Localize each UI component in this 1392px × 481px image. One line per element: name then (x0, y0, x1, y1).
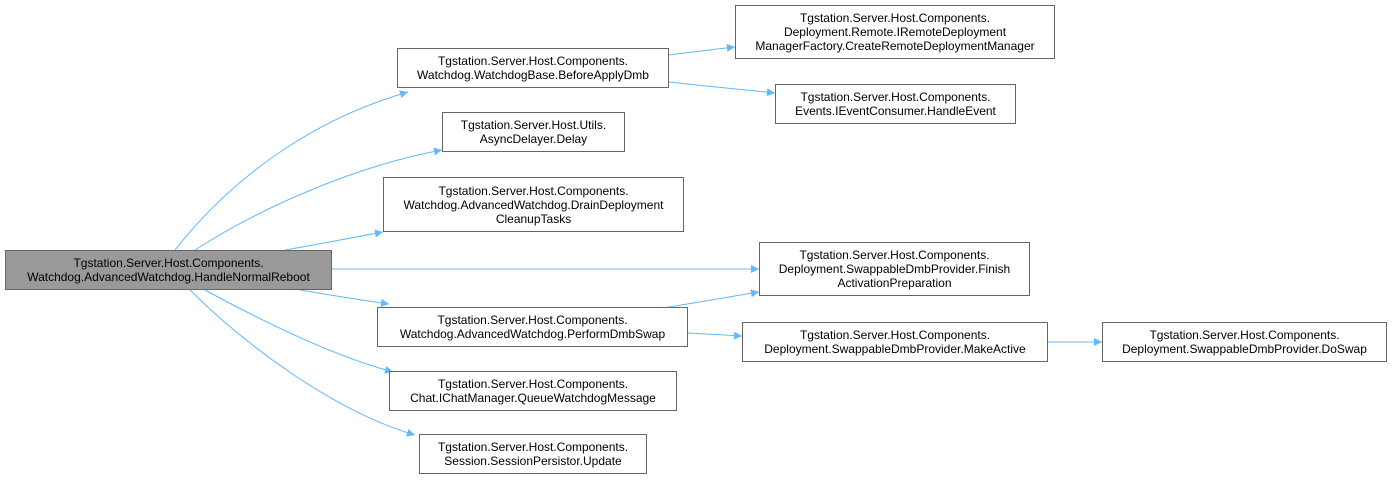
node-label-line: Watchdog.WatchdogBase.BeforeApplyDmb (417, 68, 649, 82)
node-label-line: Chat.IChatManager.QueueWatchdogMessage (410, 391, 656, 405)
node-label-line: Tgstation.Server.Host.Components. (437, 313, 628, 327)
node-do-swap[interactable]: Tgstation.Server.Host.Components. Deploy… (1102, 322, 1387, 362)
edge-root-to-update (189, 289, 416, 437)
node-label-line: Tgstation.Server.Host.Components. (1149, 328, 1340, 342)
node-label-line: Tgstation.Server.Host.Components. (437, 440, 629, 454)
node-before-apply-dmb[interactable]: Tgstation.Server.Host.Components. Watchd… (397, 48, 669, 88)
node-label-line: Deployment.SwappableDmbProvider.DoSwap (1122, 342, 1367, 356)
node-perform-dmb-swap[interactable]: Tgstation.Server.Host.Components. Watchd… (377, 307, 688, 347)
node-handle-normal-reboot[interactable]: Tgstation.Server.Host.Components. Watchd… (5, 250, 332, 290)
edge-before-apply-to-handle-event (668, 81, 776, 97)
edge-root-to-delay (194, 147, 443, 251)
node-handle-event[interactable]: Tgstation.Server.Host.Components. Events… (775, 84, 1016, 124)
node-label-line: Deployment.SwappableDmbProvider.MakeActi… (764, 342, 1026, 356)
edge-before-apply-to-create-remote (668, 43, 736, 56)
node-label-line: Tgstation.Server.Host.Components. (73, 256, 264, 270)
node-label-line: Watchdog.AdvancedWatchdog.DrainDeploymen… (403, 197, 664, 212)
node-label-line: Events.IEventConsumer.HandleEvent (795, 104, 996, 118)
node-label-line: Watchdog.AdvancedWatchdog.HandleNormalRe… (27, 270, 310, 284)
edge-root-to-perform-swap (299, 289, 390, 307)
edge-perform-swap-to-finish (662, 289, 760, 309)
node-label-line: Tgstation.Server.Host.Components. (799, 328, 991, 342)
node-label-line: ActivationPreparation (837, 276, 952, 290)
node-label-line: CleanupTasks (495, 211, 572, 226)
node-label-line: Tgstation.Server.Host.Components. (437, 54, 629, 68)
edge-perform-swap-to-make-active (687, 331, 743, 340)
node-label-line: Tgstation.Server.Host.Components. (437, 377, 629, 391)
node-finish-activation-preparation[interactable]: Tgstation.Server.Host.Components. Deploy… (759, 242, 1030, 296)
node-session-persistor-update[interactable]: Tgstation.Server.Host.Components. Sessio… (419, 434, 647, 474)
node-label-line: Watchdog.AdvancedWatchdog.PerformDmbSwap (399, 327, 666, 341)
edge-root-to-drain (284, 229, 384, 251)
node-label-line: ManagerFactory.CreateRemoteDeploymentMan… (755, 39, 1035, 53)
node-queue-watchdog-message[interactable]: Tgstation.Server.Host.Components. Chat.I… (389, 371, 677, 411)
node-async-delayer-delay[interactable]: Tgstation.Server.Host.Utils. AsyncDelaye… (442, 112, 625, 152)
node-label-line: Tgstation.Server.Host.Components. (800, 90, 991, 104)
node-make-active[interactable]: Tgstation.Server.Host.Components. Deploy… (742, 322, 1048, 362)
edge-root-to-queue-msg (204, 289, 394, 374)
edge-root-to-before-apply (174, 90, 409, 251)
node-create-remote-deployment-manager[interactable]: Tgstation.Server.Host.Components. Deploy… (735, 5, 1055, 59)
node-label-line: Tgstation.Server.Host.Utils. (460, 118, 607, 132)
node-label-line: Tgstation.Server.Host.Components. (799, 11, 991, 25)
node-label-line: Tgstation.Server.Host.Components. (799, 248, 990, 262)
node-label-line: AsyncDelayer.Delay (479, 132, 588, 146)
node-label-line: Session.SessionPersistor.Update (444, 454, 622, 468)
node-drain-deployment-cleanup-tasks[interactable]: Tgstation.Server.Host.Components. Watchd… (383, 177, 684, 232)
node-label-line: Tgstation.Server.Host.Components. (438, 183, 629, 198)
node-label-line: Deployment.Remote.IRemoteDeployment (783, 25, 1007, 39)
node-label-line: Deployment.SwappableDmbProvider.Finish (778, 262, 1011, 276)
